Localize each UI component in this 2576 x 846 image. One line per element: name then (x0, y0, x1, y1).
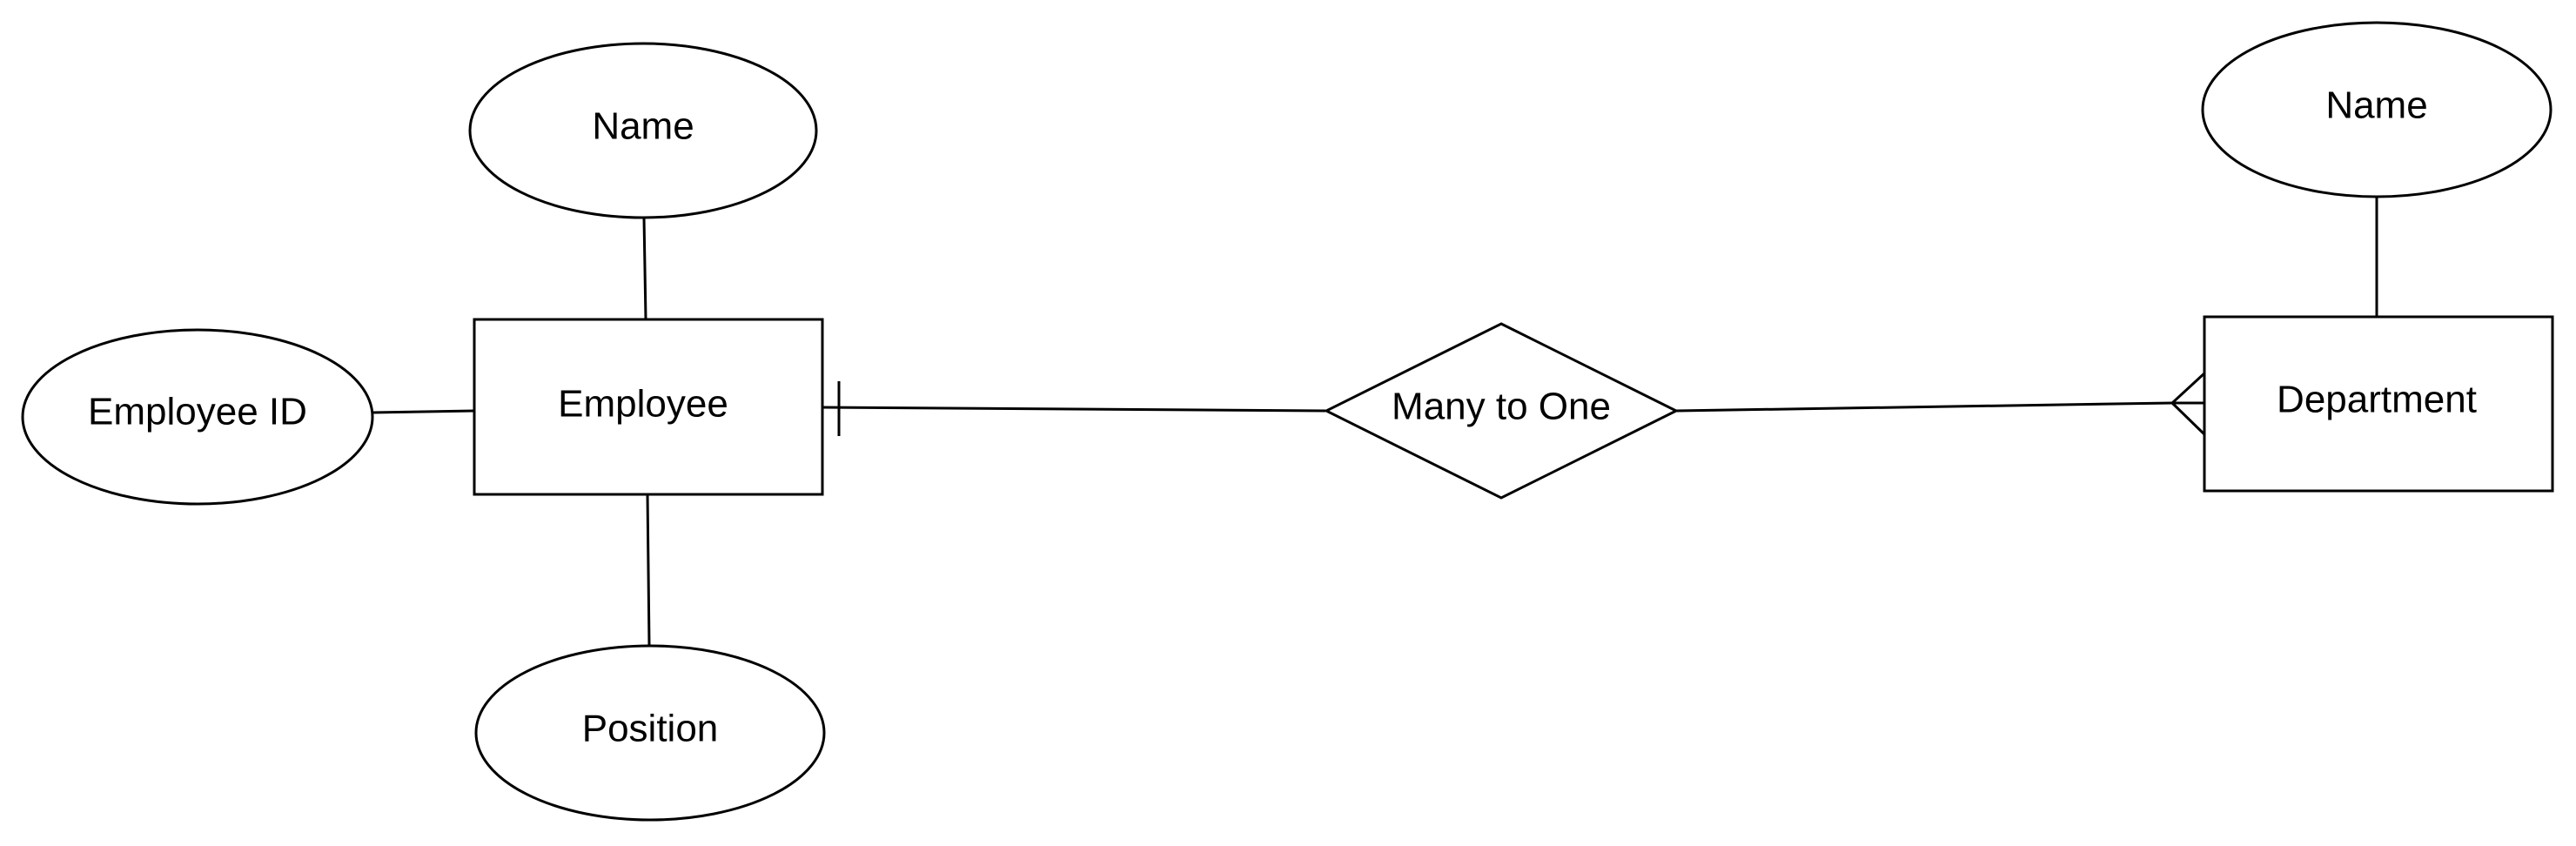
relationship-label: Many to One (1392, 386, 1611, 428)
edge-employee-relationship (821, 406, 1326, 413)
attribute-employee-name-label: Name (592, 105, 694, 148)
relationship-diamond[interactable] (1323, 322, 1680, 500)
attribute-department-name[interactable] (2201, 21, 2553, 198)
attribute-employee-position-label: Position (582, 708, 719, 750)
entity-department-label: Department (2277, 379, 2477, 421)
attribute-employee-id[interactable] (21, 328, 374, 506)
attribute-department-name-label: Name (2325, 84, 2427, 127)
attribute-employee-id-label: Employee ID (88, 391, 307, 433)
attribute-employee-position[interactable] (474, 644, 826, 822)
edge-employee-name (642, 217, 647, 320)
entity-employee[interactable] (473, 318, 824, 496)
entity-employee-label: Employee (558, 383, 728, 426)
edge-employee-position (646, 494, 651, 647)
edge-relationship-department (1675, 401, 2173, 413)
attribute-employee-name[interactable] (468, 42, 818, 219)
edge-employee-id (372, 409, 475, 414)
entity-department[interactable] (2203, 315, 2554, 493)
